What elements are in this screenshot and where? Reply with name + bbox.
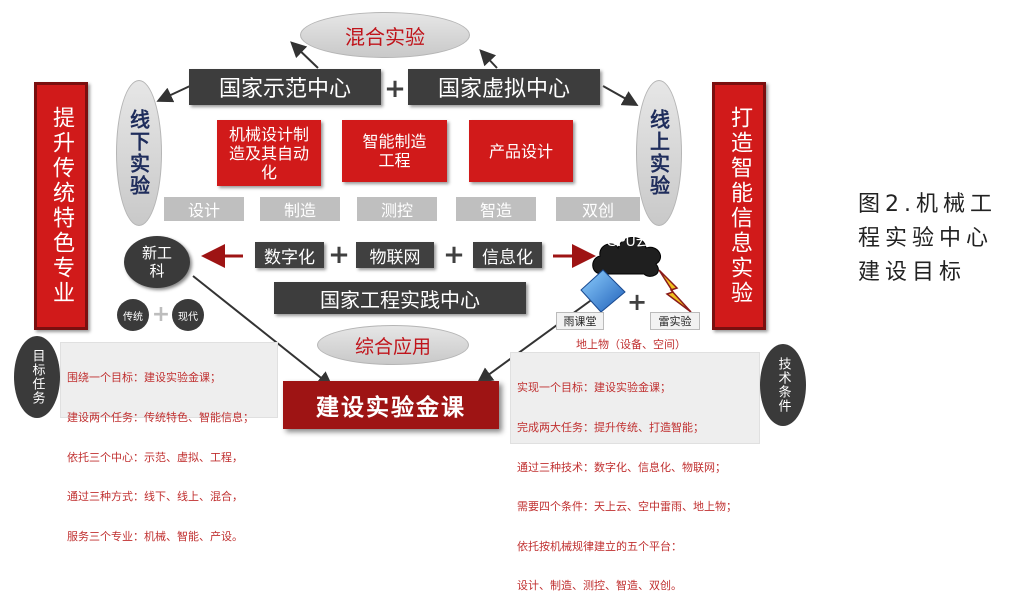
tech-condition-circle: 技术条件 [760, 344, 806, 426]
online-experiment-label: 线上实验 [646, 109, 671, 197]
goal-task-label: 目标任务 [29, 349, 45, 405]
golden-course-box: 建设实验金课 [283, 381, 499, 429]
plus-sign-tech-1: + [328, 240, 350, 270]
connector-layer [156, 41, 639, 388]
hybrid-experiment-label: 混合实验 [345, 24, 425, 49]
offline-experiment-label: 线下实验 [126, 109, 151, 197]
national-demo-center: 国家示范中心 [189, 69, 381, 105]
modern-label: 现代 [178, 311, 198, 323]
lightning-icon [658, 269, 692, 313]
left-note-line: 建设两个任务：传统特色、智能信息； [67, 411, 254, 425]
tech-digitalization: 数字化 [255, 242, 324, 268]
tech-iot: 物联网 [356, 242, 434, 268]
rain-classroom-icon [580, 269, 626, 313]
tech-informatization: 信息化 [473, 242, 542, 268]
left-note-box: 围绕一个目标：建设实验金课； 建设两个任务：传统特色、智能信息； 依托三个中心：… [60, 342, 278, 543]
online-experiment-oval: 线上实验 [636, 80, 682, 226]
arrow-to-top-right [479, 49, 498, 69]
plus-sign-tradition: + [151, 301, 171, 327]
right-note-line: 完成两大任务：提升传统、打造智能； [517, 421, 704, 435]
right-note-box: 实现一个目标：建设实验金课； 完成两大任务：提升传统、打造智能； 通过三种技术：… [510, 352, 760, 592]
rain-classroom-label: 雨课堂 [556, 312, 604, 330]
arrow-to-right-oval [602, 85, 639, 106]
tradition-label: 传统 [123, 311, 143, 323]
major-product-design: 产品设计 [469, 120, 573, 182]
left-banner-label: 提升传统特色专业 [49, 106, 74, 306]
ground-objects-label: 地上物（设备、空间） [576, 338, 686, 351]
goal-task-circle: 目标任务 [14, 336, 60, 418]
right-note-line: 依托按机械规律建立的五个平台： [517, 539, 682, 553]
tech-condition-label: 技术条件 [775, 357, 791, 413]
left-banner: 提升传统特色专业 [34, 82, 88, 330]
arrow-to-left-oval [156, 85, 191, 103]
plus-sign-centers: + [384, 74, 406, 104]
tradition-circle: 传统 [117, 299, 149, 331]
hybrid-experiment-oval: 混合实验 [300, 12, 470, 58]
golden-course-label: 建设实验金课 [316, 394, 466, 421]
major-mechanical-design: 机械设计制造及其自动化 [217, 120, 321, 186]
caption-line: 建设目标 [858, 260, 967, 285]
plus-sign-cloud: + [626, 288, 648, 316]
gpu-cloud-label: GPU云 [606, 234, 650, 250]
offline-experiment-oval: 线下实验 [116, 80, 162, 226]
comprehensive-application-label: 综合应用 [354, 335, 431, 358]
cloud-icon [592, 237, 661, 277]
left-note-line: 围绕一个目标：建设实验金课； [67, 371, 221, 385]
right-note-line: 实现一个目标：建设实验金课； [517, 381, 671, 395]
platform-innovation: 双创 [556, 197, 640, 221]
arrow-right-to-course [476, 284, 613, 384]
new-engineering-circle: 新工科 [124, 236, 190, 288]
national-engineering-practice-center: 国家工程实践中心 [274, 282, 526, 314]
arrow-to-top-left [290, 41, 319, 69]
platform-measurement: 测控 [357, 197, 437, 221]
left-note-line: 通过三种方式：线下、线上、混合， [67, 490, 243, 504]
new-engineering-label: 新工科 [141, 244, 172, 280]
right-note-line: 通过三种技术：数字化、信息化、物联网； [517, 460, 726, 474]
plus-sign-tech-2: + [443, 240, 465, 270]
right-banner: 打造智能信息实验 [712, 82, 766, 330]
caption-line: 图2.机械工 [858, 192, 997, 217]
platform-smart-making: 智造 [456, 197, 536, 221]
platform-design: 设计 [164, 197, 244, 221]
major-intelligent-manufacturing: 智能制造工程 [342, 120, 447, 182]
national-virtual-center: 国家虚拟中心 [408, 69, 600, 105]
right-note-line: 设计、制造、测控、智造、双创。 [517, 579, 682, 593]
figure-caption: 图2.机械工 程实验中心 建设目标 [858, 188, 1018, 290]
thunder-experiment-label: 雷实验 [650, 312, 700, 330]
comprehensive-application-oval: 综合应用 [317, 325, 469, 365]
left-note-line: 服务三个专业：机械、智能、产设。 [67, 529, 243, 543]
modern-circle: 现代 [172, 299, 204, 331]
right-banner-label: 打造智能信息实验 [727, 106, 752, 306]
right-note-line: 需要四个条件：天上云、空中雷雨、地上物； [517, 500, 737, 514]
platform-manufacturing: 制造 [260, 197, 340, 221]
caption-line: 程实验中心 [858, 226, 994, 251]
arrow-left-to-course [192, 275, 334, 388]
left-note-line: 依托三个中心：示范、虚拟、工程， [67, 450, 243, 464]
